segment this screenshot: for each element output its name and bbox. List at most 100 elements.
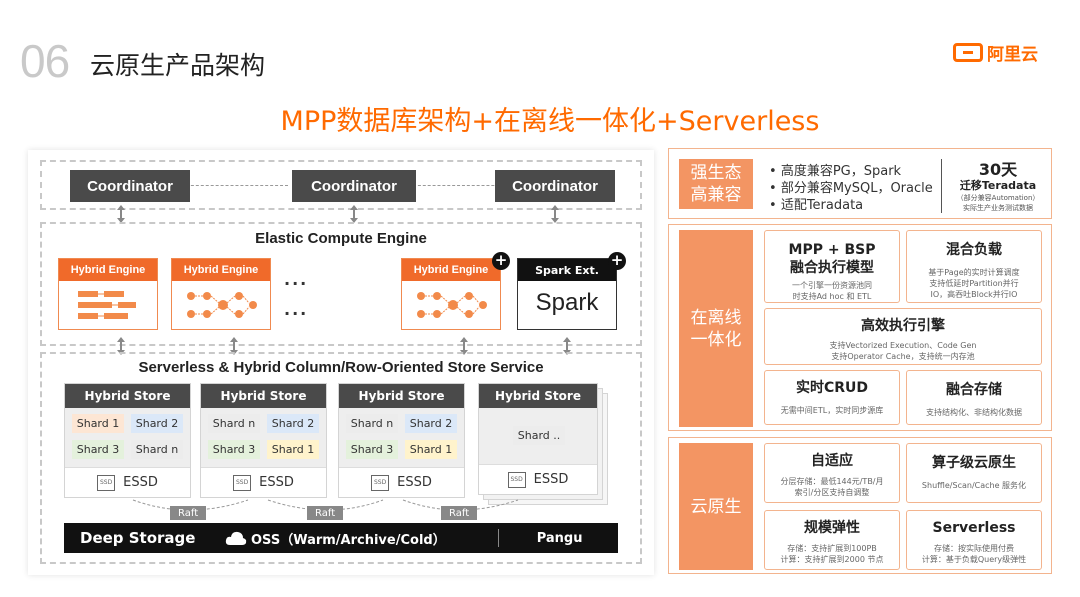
hybrid-store-title: Hybrid Store: [65, 384, 190, 408]
hybrid-processing-label: 在离线一体化: [679, 230, 753, 427]
hybrid-engine-label: Hybrid Engine: [402, 259, 500, 281]
dag-icon: [187, 292, 257, 318]
cloud-native-label: 云原生: [679, 443, 753, 570]
card-subtitle: 存储：支持扩展到100PB: [787, 544, 877, 553]
spark-label: Spark: [535, 289, 599, 316]
ssd-icon: SSD: [233, 474, 252, 491]
migration-note: （部分兼容Automation）: [956, 194, 1040, 202]
card-subtitle: IO，高吞吐Block并行IO: [930, 290, 1018, 299]
compute-layer: [40, 222, 642, 346]
double-arrow-icon: [117, 337, 125, 355]
shard: Shard n: [346, 414, 398, 433]
shard: Shard 3: [208, 440, 260, 459]
card-title: 混合负载: [946, 242, 1002, 258]
double-arrow-icon: [551, 205, 559, 223]
hybrid-store: Hybrid Store Shard 1 Shard 2 Shard 3 Sha…: [64, 383, 191, 498]
ecosystem-label-line: 高兼容: [690, 185, 742, 205]
feature-card: 规模弹性 存储：支持扩展到100PB 计算：支持扩展到2000 节点: [764, 510, 900, 570]
feature-card: MPP + BSP 融合执行模型 一个引擎一份资源池同 时支持Ad hoc 和 …: [764, 230, 900, 303]
card-title: 实时CRUD: [795, 380, 869, 396]
shard: Shard 3: [72, 440, 124, 459]
raft-label: Raft: [307, 506, 344, 520]
hybrid-store-title: Hybrid Store: [479, 384, 597, 408]
shard: Shard 1: [72, 414, 124, 433]
shard: Shard 2: [131, 414, 183, 433]
oss-label: OSS（Warm/Archive/Cold）: [251, 532, 446, 548]
cloud-icon: [225, 531, 247, 545]
hybrid-engine-card: Hybrid Engine: [171, 258, 271, 330]
main-title: MPP数据库架构+在离线一体化+Serverless: [280, 106, 820, 137]
migration-note: 实际生产业务测试数据: [963, 204, 1033, 212]
card-subtitle: 计算：支持扩展到2000 节点: [780, 555, 884, 564]
shard: Shard 2: [267, 414, 319, 433]
ecosystem-label-line: 强生态: [690, 163, 742, 183]
shard: Shard n: [208, 414, 260, 433]
shard: Shard n: [131, 440, 183, 459]
card-subtitle: 分层存储：最低144元/TB/月: [780, 477, 884, 486]
hybrid-store-title: Hybrid Store: [201, 384, 326, 408]
divider: [497, 529, 499, 547]
essd-label: ESSD: [123, 475, 158, 490]
hybrid-engine-label: Hybrid Engine: [172, 259, 270, 281]
shard: Shard ..: [513, 426, 565, 445]
spark-ext-label: Spark Ext.: [518, 259, 616, 281]
cloud-native-group: 云原生 自适应 分层存储：最低144元/TB/月 索引/分区支持自调整 算子级云…: [668, 437, 1052, 574]
card-subtitle: Shuffle/Scan/Cache 服务化: [921, 481, 1027, 490]
feature-card: 实时CRUD 无需中间ETL，实时同步源库: [764, 370, 900, 425]
feature-card: Serverless 存储：按实际使用付费 计算：基于负载Query级弹性: [906, 510, 1042, 570]
double-arrow-icon: [350, 205, 358, 223]
card-subtitle: 存储：按实际使用付费: [934, 544, 1014, 553]
migration-target: 迁移Teradata: [959, 179, 1037, 192]
card-subtitle: 时支持Ad hoc 和 ETL: [792, 292, 872, 301]
card-title: 融合存储: [946, 382, 1002, 398]
hybrid-label-line: 一体化: [690, 329, 742, 350]
card-subtitle: 一个引擎一份资源池同: [792, 281, 872, 290]
bullet-text: 高度兼容PG，Spark: [780, 164, 902, 179]
card-title: MPP + BSP: [788, 242, 876, 258]
ecosystem-group: 强生态高兼容 • 高度兼容PG，Spark • 部分兼容MySQL，Oracle…: [668, 148, 1052, 219]
shard: Shard 3: [346, 440, 398, 459]
deep-storage-label: Deep Storage: [80, 529, 196, 547]
essd-label: ESSD: [397, 475, 432, 490]
store-layer: [40, 352, 642, 564]
feature-card: 混合负载 基于Page的实时计算调度 支持低延时Partition并行 IO，高…: [906, 230, 1042, 303]
raft-label: Raft: [441, 506, 478, 520]
hybrid-processing-group: 在离线一体化 MPP + BSP 融合执行模型 一个引擎一份资源池同 时支持Ad…: [668, 224, 1052, 431]
store-layer-title: Serverless & Hybrid Column/Row-Oriented …: [138, 359, 544, 376]
shard: Shard 2: [405, 414, 457, 433]
bullet-item: • 高度兼容PG，Spark: [769, 164, 902, 179]
divider: [941, 159, 942, 213]
essd-label: ESSD: [533, 472, 569, 487]
raft-label: Raft: [170, 506, 207, 520]
card-subtitle: 无需中间ETL，实时同步源库: [780, 406, 884, 415]
migration-days: 30天: [978, 160, 1018, 179]
ellipsis: ...: [284, 270, 309, 289]
bullet-item: • 部分兼容MySQL，Oracle: [769, 181, 933, 196]
card-title: 自适应: [811, 453, 853, 469]
double-arrow-icon: [563, 337, 571, 355]
ellipsis: ...: [284, 300, 309, 319]
coordinator-link: [413, 185, 509, 186]
card-subtitle: 基于Page的实时计算调度: [928, 268, 1020, 277]
aliyun-logo-icon: [953, 43, 983, 62]
coordinator-box: Coordinator: [292, 170, 416, 202]
bullet-item: • 适配Teradata: [769, 198, 864, 213]
ecosystem-label: 强生态高兼容: [679, 159, 753, 209]
card-subtitle: 支持低延时Partition并行: [929, 279, 1019, 288]
teradata-migration: 30天 迁移Teradata （部分兼容Automation） 实际生产业务测试…: [947, 161, 1049, 213]
ecosystem-bullets: • 高度兼容PG，Spark • 部分兼容MySQL，Oracle • 适配Te…: [769, 163, 933, 214]
section-number: 06: [20, 35, 70, 87]
card-subtitle: 支持结构化、非结构化数据: [926, 408, 1022, 417]
hybrid-engine-card: Hybrid Engine: [401, 258, 501, 330]
plus-icon: +: [608, 252, 626, 270]
logo-text: 阿里云: [987, 45, 1038, 65]
double-arrow-icon: [460, 337, 468, 355]
compute-layer-title: Elastic Compute Engine: [255, 230, 427, 247]
feature-card: 高效执行引擎 支持Vectorized Execution、Code Gen 支…: [764, 308, 1042, 365]
hybrid-engine-card: Hybrid Engine: [58, 258, 158, 330]
card-subtitle: 计算：基于负载Query级弹性: [921, 555, 1027, 564]
